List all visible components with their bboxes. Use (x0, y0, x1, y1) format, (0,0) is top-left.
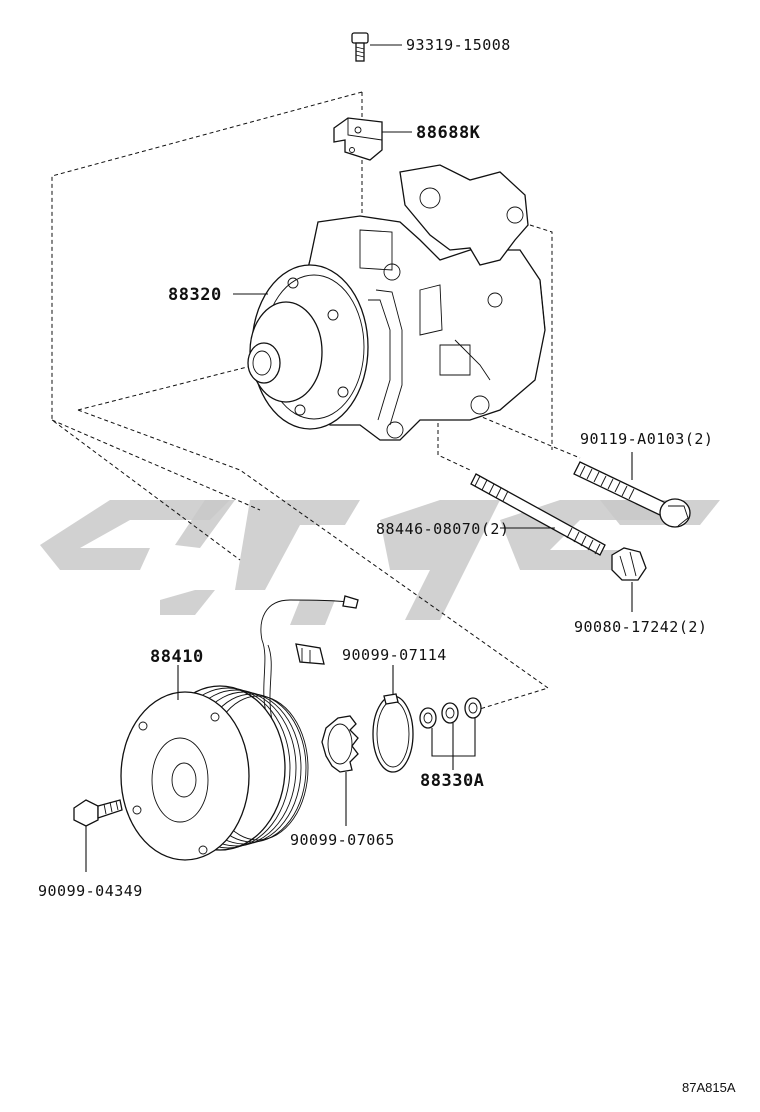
stud-icon (470, 473, 606, 556)
label-center-bolt: 90099-04349 (38, 882, 143, 900)
nut-icon (611, 547, 647, 581)
label-long-bolt: 90119-A0103(2) (580, 430, 713, 448)
bolt-top-icon (351, 32, 369, 62)
figure-id: 87A815A (682, 1080, 736, 1095)
snap-ring-b-icon (321, 715, 359, 773)
compressor-icon (247, 164, 546, 441)
label-snap-ring-b: 90099-07065 (290, 831, 395, 849)
label-shims: 88330A (420, 771, 484, 791)
label-stud: 88446-08070(2) (376, 520, 509, 538)
snap-ring-a-icon (372, 693, 414, 773)
clutch-icon (120, 595, 359, 861)
label-bracket: 88688K (416, 123, 481, 143)
center-bolt-icon (73, 799, 123, 827)
label-compressor: 88320 (168, 285, 222, 305)
shims-icon (419, 697, 482, 729)
label-nut: 90080-17242(2) (574, 618, 707, 636)
label-clutch: 88410 (150, 647, 204, 667)
bracket-icon (333, 117, 383, 161)
assembly-guide-lines (51, 91, 581, 713)
label-snap-ring-a: 90099-07114 (342, 646, 447, 664)
long-bolt-icon (573, 461, 691, 528)
label-bolt-top: 93319-15008 (406, 36, 511, 54)
